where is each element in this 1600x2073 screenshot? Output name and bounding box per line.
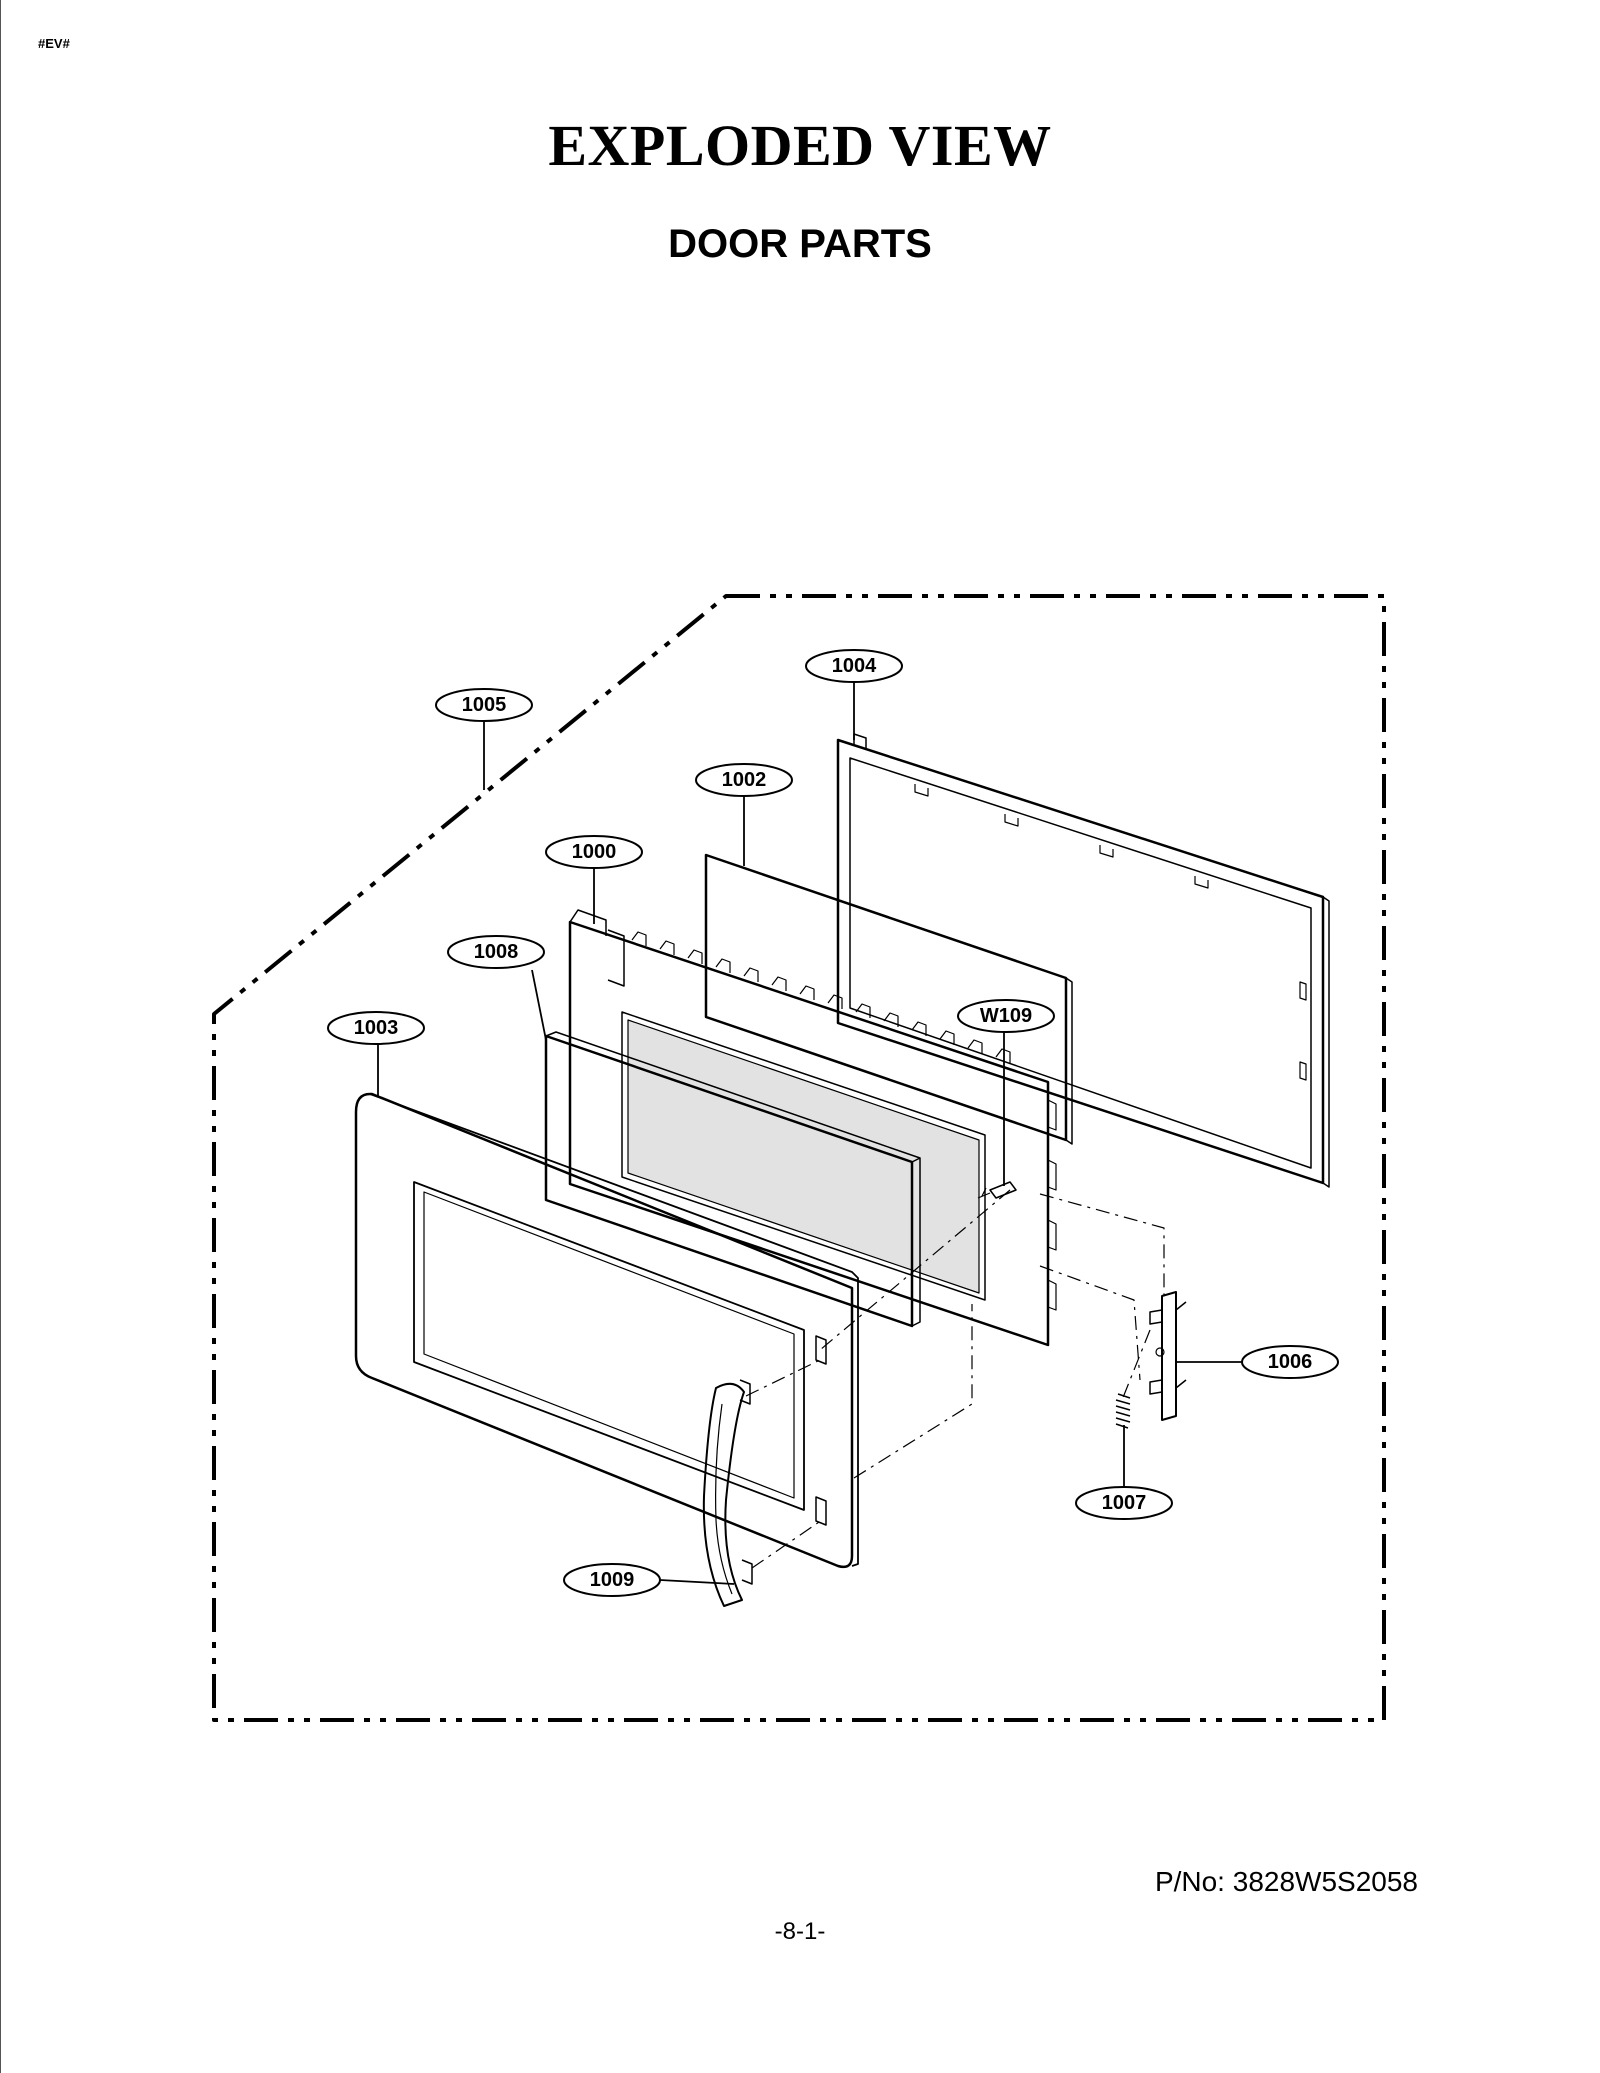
callout-1004 [805,649,903,683]
page-subtitle: DOOR PARTS [668,222,932,266]
label-1003: 1003 [354,1017,399,1039]
callout-1005 [435,688,533,722]
part-1000-door-frame [568,909,1057,1347]
part-1003-door-panel [354,1092,859,1569]
label-1006: 1006 [1268,1351,1313,1373]
label-1000: 1000 [572,841,617,863]
part-1009-handle [702,1379,753,1607]
assembly-boundary-1005 [212,594,1386,1722]
label-1005: 1005 [462,694,507,716]
callout-1000 [545,835,643,869]
label-1002: 1002 [722,769,767,791]
page-number: -8-1- [774,1918,826,1945]
callout-1007 [1075,1486,1173,1520]
part-number: P/No: 3828W5S2058 [1154,1866,1418,1897]
callout-1002 [695,763,793,797]
part-1007-spring [1115,1393,1131,1429]
label-1008: 1008 [474,941,519,963]
label-1004: 1004 [832,655,877,677]
assembly-guide-lines [745,1189,1165,1569]
part-1004-choke-frame [836,733,1330,1188]
label-1009: 1009 [590,1569,635,1591]
leader-lines [377,679,1242,1585]
page-title: EXPLODED VIEW [548,113,1052,178]
part-1006-latch [1149,1291,1187,1421]
part-W109-screw [977,1181,1017,1199]
label-W109: W109 [980,1005,1032,1027]
document-tag: #EV# [38,36,70,51]
callout-1003 [327,1011,425,1045]
callout-1008 [447,935,545,969]
label-1007: 1007 [1102,1492,1147,1514]
callout-W109 [957,999,1055,1033]
callout-ovals [327,649,1339,1597]
page-edge [0,0,1,2073]
callout-1009 [563,1563,661,1597]
callout-1006 [1241,1345,1339,1379]
